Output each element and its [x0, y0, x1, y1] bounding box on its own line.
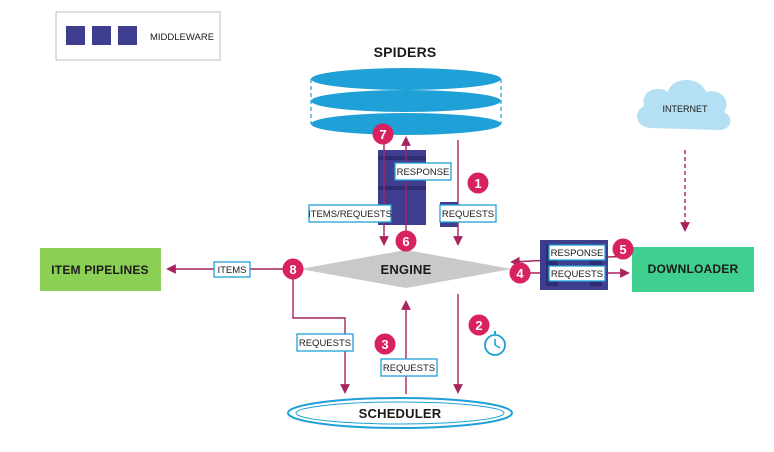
svg-text:8: 8: [289, 262, 296, 277]
step-badges: 1 2 3 4 5 6 7 8: [282, 123, 634, 355]
svg-text:7: 7: [379, 127, 386, 142]
cloud-icon: INTERNET: [637, 80, 731, 131]
step-badge-3: 3: [374, 333, 396, 355]
svg-text:5: 5: [619, 242, 626, 257]
downloader-node: DOWNLOADER: [632, 247, 754, 292]
spider-disc: [311, 113, 501, 135]
label-requests-scheduler-in: REQUESTS: [299, 338, 351, 349]
label-response-downloader: RESPONSE: [551, 248, 604, 259]
middleware-swatch-icon: [66, 26, 85, 45]
scheduler-label: SCHEDULER: [359, 406, 442, 421]
spider-disc: [311, 90, 501, 112]
legend-label: MIDDLEWARE: [150, 32, 214, 43]
label-requests-downloader: REQUESTS: [551, 269, 603, 280]
label-items-requests: ITEMS/REQUESTS: [308, 209, 392, 220]
engine-shape: [300, 250, 512, 288]
svg-text:1: 1: [474, 176, 481, 191]
step-badge-7: 7: [372, 123, 394, 145]
svg-text:4: 4: [516, 266, 524, 281]
item-pipelines-label: ITEM PIPELINES: [51, 263, 148, 277]
middleware-swatch-icon: [118, 26, 137, 45]
step-badge-1: 1: [467, 172, 489, 194]
scheduler-ring-outer: [287, 397, 513, 429]
label-items: ITEMS: [217, 265, 246, 276]
step-badge-6: 6: [395, 230, 417, 252]
spiders-label: SPIDERS: [374, 44, 437, 60]
middleware-swatch-icon: [92, 26, 111, 45]
step-badge-5: 5: [612, 238, 634, 260]
label-response-spider: RESPONSE: [397, 167, 450, 178]
label-requests-scheduler-out: REQUESTS: [383, 363, 435, 374]
legend: MIDDLEWARE: [55, 11, 221, 61]
step-badge-8: 8: [282, 258, 304, 280]
internet-label: INTERNET: [663, 104, 709, 114]
clock-icon: [484, 331, 506, 356]
svg-text:2: 2: [475, 318, 482, 333]
edge-labels: RESPONSE ITEMS/REQUESTS REQUESTS RESPONS…: [213, 162, 606, 377]
spiders-node: SPIDERS: [310, 44, 502, 135]
svg-text:3: 3: [381, 337, 388, 352]
engine-node: ENGINE: [300, 250, 512, 288]
item-pipelines-node: ITEM PIPELINES: [40, 248, 161, 291]
arrow-engine-to-scheduler-left: [292, 270, 350, 394]
step-badge-4: 4: [509, 262, 531, 284]
downloader-label: DOWNLOADER: [648, 262, 739, 276]
step-badge-2: 2: [468, 314, 490, 336]
scheduler-node: SCHEDULER: [287, 397, 513, 429]
engine-label: ENGINE: [380, 262, 431, 277]
spider-disc: [311, 68, 501, 90]
scheduler-ring-inner: [295, 401, 505, 425]
label-requests-spider: REQUESTS: [442, 209, 494, 220]
svg-text:6: 6: [402, 234, 409, 249]
